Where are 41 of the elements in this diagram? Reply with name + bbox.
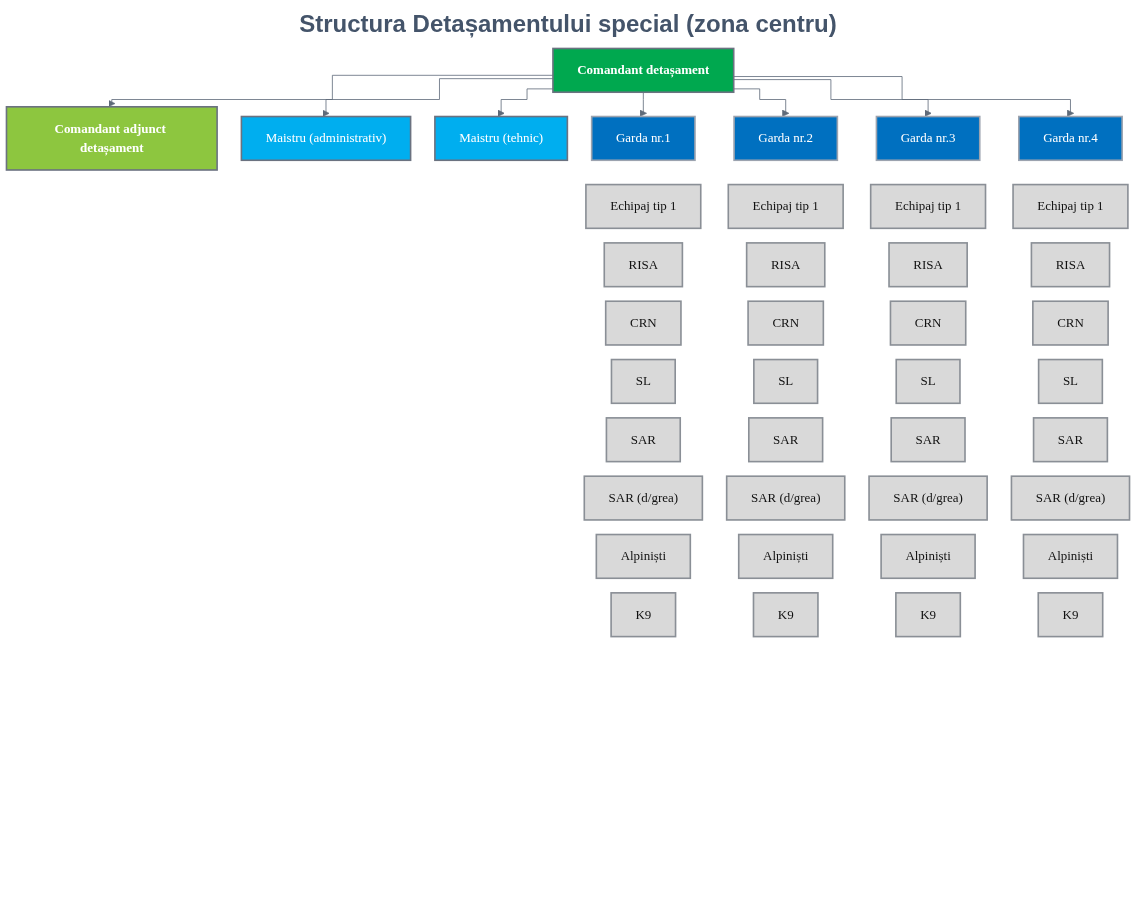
node-box: SAR — [890, 417, 966, 463]
node-box: RISA — [1030, 242, 1111, 288]
node-box: K9 — [752, 592, 819, 638]
node-box: CRN — [604, 300, 682, 346]
node-box: Echipaj tip 1 — [869, 183, 987, 230]
node-box: K9 — [1037, 592, 1104, 638]
node-box: SAR (d/grea) — [1010, 475, 1131, 521]
node-box: SAR — [605, 417, 682, 463]
node-box: SL — [1037, 358, 1104, 405]
node-box: Maistru (administrativ) — [240, 115, 412, 162]
node-box: SL — [753, 358, 819, 405]
node-box: SAR (d/grea) — [583, 475, 704, 521]
node-box: Maistru (tehnic) — [434, 115, 569, 162]
node-box: SL — [895, 358, 961, 405]
node-box: K9 — [610, 592, 677, 638]
node-box: Alpiniști — [880, 533, 976, 580]
node-box: RISA — [745, 242, 826, 288]
node-box: Garda nr.2 — [733, 115, 839, 162]
node-box: SAR (d/grea) — [868, 475, 988, 521]
node-box: CRN — [1032, 300, 1109, 346]
node-box: K9 — [895, 592, 962, 638]
node-box: Comandant detașament — [552, 47, 735, 94]
diagram-title: Structura Detașamentului special (zona centru) — [298, 10, 838, 38]
node-box: SAR (d/grea) — [725, 475, 846, 521]
node-box: Alpiniști — [737, 533, 834, 580]
node-box: Echipaj tip 1 — [1012, 183, 1129, 230]
node-box: Garda nr.3 — [875, 115, 981, 162]
node-box: Garda nr.1 — [590, 115, 696, 162]
node-box: Echipaj tip 1 — [585, 183, 702, 230]
node-box: RISA — [603, 242, 684, 288]
node-box: Alpiniști — [595, 533, 692, 580]
node-box: SL — [610, 358, 676, 405]
node-box: CRN — [747, 300, 825, 346]
node-box: Echipaj tip 1 — [727, 183, 844, 230]
node-box: SAR — [748, 417, 824, 463]
node-box: RISA — [888, 242, 968, 288]
node-box: Alpiniști — [1022, 533, 1119, 580]
node-box: Comandant adjunct detașament — [5, 106, 218, 171]
node-box: CRN — [889, 300, 967, 346]
node-box: Garda nr.4 — [1018, 115, 1123, 162]
node-box: SAR — [1032, 417, 1109, 463]
